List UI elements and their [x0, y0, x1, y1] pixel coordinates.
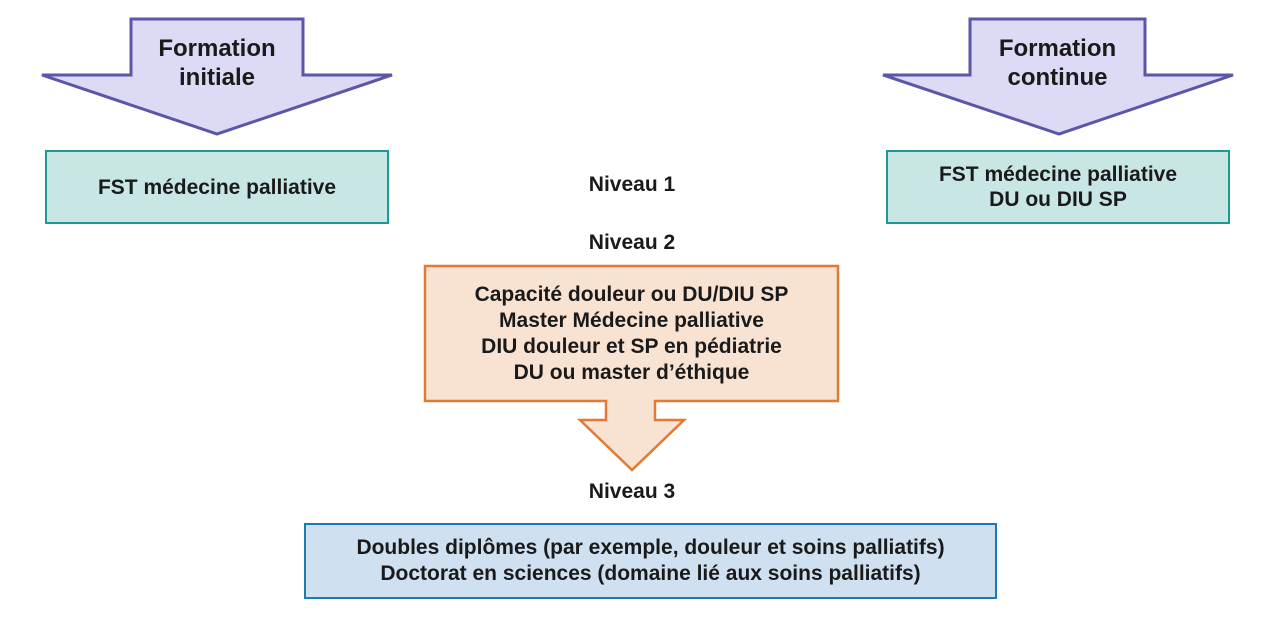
- formation-initiale-line-2: initiale: [178, 64, 256, 91]
- level2-line-2: Master Médecine palliative: [499, 308, 764, 332]
- continue-fst-line-1: FST médecine palliative: [938, 163, 1178, 186]
- continue-fst-line-2: DU ou DIU SP: [989, 188, 1127, 211]
- formation-initiale-arrow: [41, 17, 393, 136]
- formation-initiale-label: Formation initiale: [131, 28, 303, 98]
- level2-down-arrow-box: [423, 264, 840, 472]
- level-2-label: Niveau 2: [588, 231, 676, 254]
- level-3-label: Niveau 3: [588, 480, 676, 503]
- formation-initiale-line-1: Formation: [158, 35, 276, 62]
- continue-fst-box: FST médecine palliative DU ou DIU SP: [886, 150, 1230, 224]
- level3-box: Doubles diplômes (par exemple, douleur e…: [304, 523, 997, 599]
- initiale-fst-box: FST médecine palliative: [45, 150, 389, 224]
- level2-line-1: Capacité douleur ou DU/DIU SP: [474, 282, 789, 306]
- level2-box-text: Capacité douleur ou DU/DIU SP Master Méd…: [425, 266, 838, 401]
- formation-continue-arrow: [882, 17, 1234, 136]
- formation-continue-line-2: continue: [1007, 64, 1108, 91]
- initiale-fst-line-1: FST médecine palliative: [97, 175, 337, 199]
- level3-line-2: Doctorat en sciences (domaine lié aux so…: [380, 562, 921, 585]
- level-1-label: Niveau 1: [588, 173, 676, 196]
- formation-continue-label: Formation continue: [970, 28, 1145, 98]
- level2-line-3: DIU douleur et SP en pédiatrie: [481, 334, 782, 358]
- level2-line-4: DU ou master d’éthique: [513, 360, 750, 384]
- formation-continue-line-1: Formation: [998, 35, 1117, 62]
- level3-line-1: Doubles diplômes (par exemple, douleur e…: [356, 536, 945, 559]
